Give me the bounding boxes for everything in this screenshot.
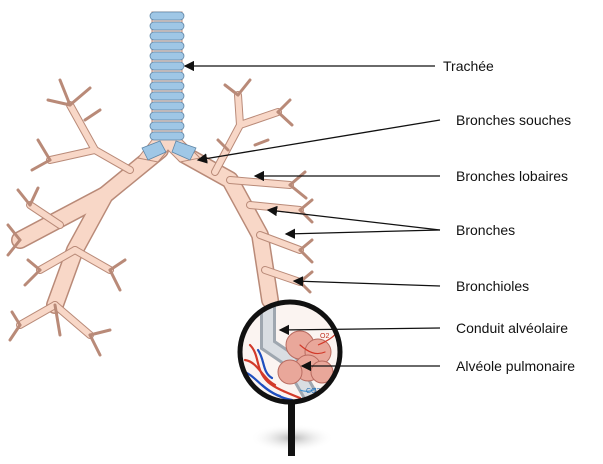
trachea-ring bbox=[150, 32, 184, 40]
trachea-ring bbox=[150, 42, 184, 50]
o2-label: O2 bbox=[320, 333, 329, 340]
label-alveolus: Alvéole pulmonaire bbox=[456, 358, 575, 374]
trachea-ring bbox=[150, 92, 184, 100]
label-bronchioles: Bronchioles bbox=[456, 278, 529, 294]
trachea bbox=[138, 12, 200, 162]
trachea-ring bbox=[150, 12, 184, 20]
trachea-ring bbox=[150, 102, 184, 110]
label-bronchi: Bronches bbox=[456, 222, 515, 238]
label-trachea: Trachée bbox=[443, 58, 494, 74]
label-alveolar-duct: Conduit alvéolaire bbox=[456, 320, 568, 336]
trachea-ring bbox=[150, 132, 184, 140]
trachea-ring bbox=[150, 62, 184, 70]
trachea-ring bbox=[150, 72, 184, 80]
trachea-rings bbox=[142, 12, 196, 160]
arrow-bronchioles bbox=[294, 281, 440, 286]
arrow-bronchi-upper bbox=[268, 210, 440, 230]
left-bronchial-tree bbox=[8, 80, 160, 355]
right-bronchial-tree bbox=[185, 80, 312, 300]
trachea-ring bbox=[150, 112, 184, 120]
trachea-ring bbox=[150, 22, 184, 30]
label-lobar-bronchi: Bronches lobaires bbox=[456, 168, 568, 184]
label-main-bronchi: Bronches souches bbox=[456, 112, 571, 128]
trachea-ring bbox=[150, 122, 184, 130]
trachea-ring bbox=[150, 52, 184, 60]
magnifying-glass: O2 CO2 bbox=[240, 300, 340, 456]
arrow-bronchi-lower bbox=[286, 230, 440, 234]
trachea-ring bbox=[150, 82, 184, 90]
